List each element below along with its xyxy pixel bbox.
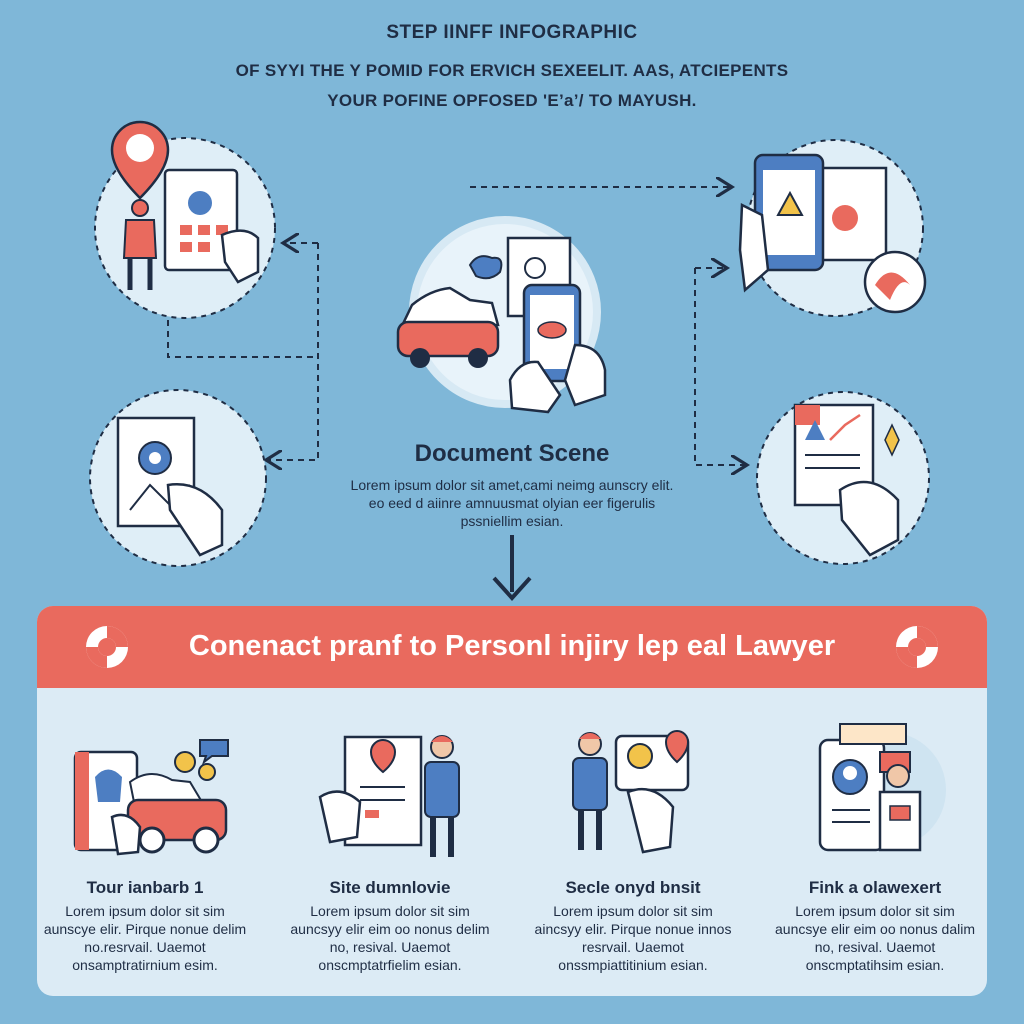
step-4-title: Fink a olawexert bbox=[808, 878, 942, 897]
step-2-body: Lorem ipsum dolor sit sim auncsyy elir e… bbox=[290, 903, 490, 973]
lawyer-icon bbox=[818, 723, 946, 852]
step-1-body: Lorem ipsum dolor sit sim aunscye elir. … bbox=[43, 903, 247, 973]
location-person-icon bbox=[94, 120, 276, 319]
lifebuoy-icon bbox=[86, 626, 128, 668]
step-1-title: Tour ianbarb 1 bbox=[86, 878, 204, 897]
lifebuoy-icon bbox=[896, 626, 938, 668]
phone-accident-icon bbox=[396, 216, 607, 414]
document-gear-icon bbox=[89, 389, 267, 567]
center-title: Document Scene bbox=[414, 440, 610, 467]
chart-document-icon bbox=[756, 391, 930, 565]
subtitle-line-1: OF SYYI THE Y POMID FOR ERVICH SEXEELIT.… bbox=[235, 61, 789, 80]
connector-lines bbox=[167, 187, 745, 465]
header: STEP IINFF INFOGRAPHIC OF SYYI THE Y POM… bbox=[0, 22, 1024, 116]
banner-title: Conenact pranf to Personl injiry lep eal… bbox=[188, 630, 836, 662]
banner: Conenact pranf to Personl injiry lep eal… bbox=[37, 606, 987, 688]
step-4-body: Lorem ipsum dolor sit sim auncsye elir e… bbox=[775, 903, 975, 973]
person-map-icon bbox=[572, 730, 690, 854]
flow-diagram bbox=[89, 120, 930, 601]
document-warning-icon bbox=[738, 139, 927, 317]
car-crash-icon bbox=[73, 739, 229, 856]
step-3-body: Lorem ipsum dolor sit sim aincsyy elir. … bbox=[534, 903, 732, 973]
step-3-title: Secle onyd bnsit bbox=[565, 878, 701, 897]
center-body: Lorem ipsum dolor sit amet,cami neimg au… bbox=[350, 477, 674, 529]
document-person-icon bbox=[318, 735, 460, 857]
page-title: STEP IINFF INFOGRAPHIC bbox=[386, 22, 638, 43]
down-arrow-icon bbox=[492, 535, 532, 601]
step-2-title: Site dumnlovie bbox=[329, 878, 451, 897]
subtitle-line-2: YOUR POFINE OPFOSED 'E’a’/ TO MAYUSH. bbox=[327, 91, 697, 110]
